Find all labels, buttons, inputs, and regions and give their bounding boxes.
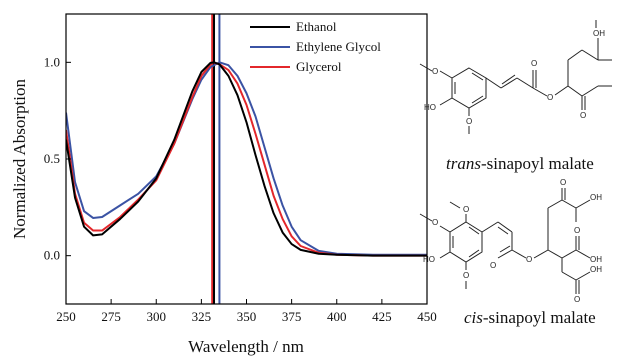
svg-text:O: O: [526, 255, 532, 264]
legend-label-glycerol: Glycerol: [296, 59, 342, 74]
svg-text:O: O: [463, 205, 469, 214]
trans-sinapoyl-malate-structure: O HO O O O OH: [419, 20, 612, 134]
svg-text:O: O: [574, 295, 580, 304]
svg-text:O: O: [560, 178, 566, 187]
y-tick-label: 1.0: [44, 54, 60, 69]
svg-text:HO: HO: [424, 103, 436, 112]
axis-ticks: 250 275 300 325 350 375 400 425 450 0.0 0.5 1.0: [44, 54, 437, 324]
series-line-ethylene-glycol: [66, 61, 427, 256]
svg-text:O: O: [490, 261, 496, 270]
plot-frame: [65, 13, 428, 305]
vertical-marker-lines: [211, 14, 221, 304]
x-tick-label: 250: [56, 309, 76, 324]
svg-text:HO: HO: [423, 255, 435, 264]
x-tick-label: 300: [147, 309, 167, 324]
x-tick-label: 350: [237, 309, 257, 324]
series-lines: [66, 61, 427, 257]
svg-text:O: O: [463, 271, 469, 280]
cis-structure-label: cis-sinapoyl malate: [464, 308, 596, 327]
svg-text:OH: OH: [590, 255, 602, 264]
x-axis-title: Wavelength / nm: [188, 337, 304, 356]
legend-label-ethanol: Ethanol: [296, 19, 337, 34]
svg-text:OH: OH: [590, 265, 602, 274]
x-tick-label: 325: [192, 309, 212, 324]
series-line-glycerol: [66, 61, 427, 257]
cis-sinapoyl-malate-structure: O HO O O O O: [419, 178, 602, 304]
svg-text:OH: OH: [593, 29, 605, 38]
legend-label-ethylene-glycol: Ethylene Glycol: [296, 39, 381, 54]
svg-text:O: O: [432, 67, 438, 76]
x-tick-label: 450: [417, 309, 437, 324]
trans-structure-label: trans-sinapoyl malate: [446, 154, 594, 173]
y-tick-label: 0.5: [44, 151, 60, 166]
x-tick-label: 400: [327, 309, 347, 324]
svg-text:O: O: [574, 226, 580, 235]
svg-text:OH: OH: [590, 193, 602, 202]
svg-text:O: O: [547, 93, 553, 102]
y-axis-title: Normalized Absorption: [10, 78, 29, 239]
series-line-ethanol: [66, 61, 427, 257]
x-tick-label: 375: [282, 309, 302, 324]
y-tick-label: 0.0: [44, 248, 60, 263]
x-tick-label: 425: [372, 309, 392, 324]
svg-text:O: O: [531, 59, 537, 68]
svg-text:O: O: [580, 111, 586, 120]
x-tick-label: 275: [101, 309, 121, 324]
svg-text:O: O: [432, 218, 438, 227]
svg-text:O: O: [466, 117, 472, 126]
